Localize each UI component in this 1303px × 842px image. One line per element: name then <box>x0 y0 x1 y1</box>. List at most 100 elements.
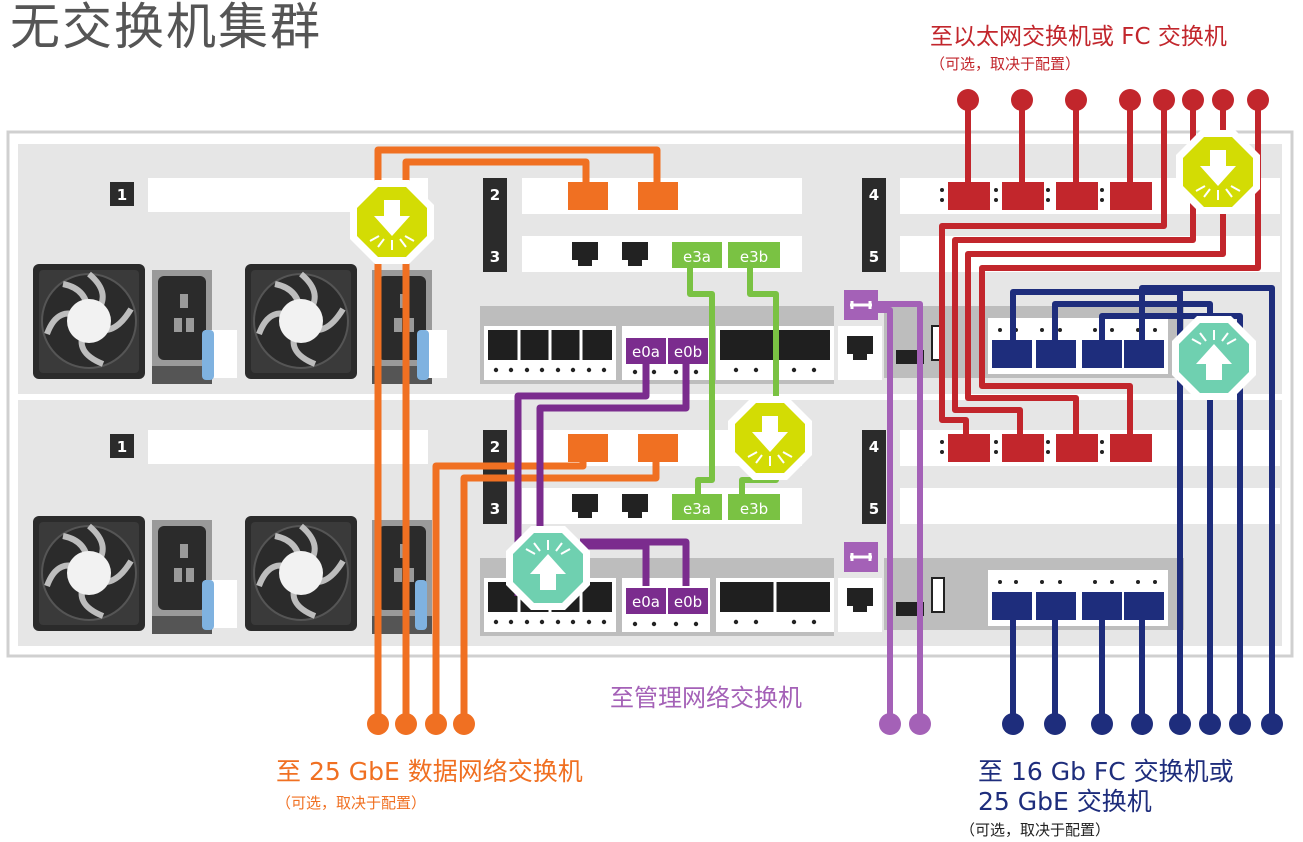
cable-end-dot <box>1212 89 1234 111</box>
slot-1-number-bottom: 1 <box>117 438 127 456</box>
orange-cable <box>374 146 661 724</box>
green-cable <box>687 258 715 500</box>
mgmt-cable <box>874 307 893 722</box>
arrow-down-octagon-icon <box>1175 129 1261 215</box>
slot-2-port-connector[interactable] <box>638 182 678 210</box>
slot-4-port-connector[interactable] <box>1056 434 1098 462</box>
navy-cable <box>1052 301 1213 724</box>
port-e3a-label-top: e3a <box>683 248 711 266</box>
slot-4-port-connector[interactable] <box>948 182 990 210</box>
red-cable <box>939 100 1167 446</box>
slot-4-port-connector[interactable] <box>1056 182 1098 210</box>
fc-port-connector[interactable] <box>1082 592 1122 620</box>
fc-switch-label-line2: 25 GbE 交换机 <box>978 787 1152 816</box>
slot-5-number-bottom: 5 <box>869 500 879 518</box>
slot-1-bar-bottom <box>148 430 428 464</box>
fan-icon <box>33 516 145 631</box>
fc-port-connector[interactable] <box>992 340 1032 368</box>
purple-cable <box>560 542 650 586</box>
cable-end-dot <box>1261 713 1283 735</box>
cable-end-dot <box>1229 713 1251 735</box>
cable-end-dot <box>1153 89 1175 111</box>
cable-end-dot <box>425 713 447 735</box>
slot-5-number-top: 5 <box>869 248 879 266</box>
fan-icon <box>245 516 357 631</box>
red-cable <box>965 100 1226 446</box>
port-e3b-label-top: e3b <box>740 248 768 266</box>
eth-fc-switch-label: 至以太网交换机或 FC 交换机 <box>930 24 1227 50</box>
arrow-up-octagon-icon <box>1171 315 1257 401</box>
slot-2-port-connector[interactable] <box>568 182 608 210</box>
red-cable <box>952 100 1196 446</box>
page-title: 无交换机集群 <box>10 0 322 56</box>
fc-port-connector[interactable] <box>992 592 1032 620</box>
slot-4-number-bottom: 4 <box>869 438 879 456</box>
navy-cable <box>1010 289 1183 724</box>
slot-4-port-connector[interactable] <box>1110 182 1152 210</box>
arrow-down-octagon-icon <box>727 395 813 481</box>
port-e0a-label-top: e0a <box>632 343 660 361</box>
purple-cable <box>514 364 650 596</box>
cable-end-dot <box>367 713 389 735</box>
port-e0b-label-top: e0b <box>674 343 702 361</box>
fc-port-connector[interactable] <box>1124 340 1164 368</box>
slot-4-port-connector[interactable] <box>1002 182 1044 210</box>
fan-icon <box>245 264 357 379</box>
navy-cable <box>1139 285 1275 724</box>
cable-end-dot <box>957 89 979 111</box>
psu-latch <box>425 330 447 378</box>
cable-end-dot <box>1169 713 1191 735</box>
purple-cable <box>536 364 690 596</box>
cable-end-dot <box>395 713 417 735</box>
slot-2-number-bottom: 2 <box>490 438 500 456</box>
cable-end-dot <box>909 713 931 735</box>
arrow-up-octagon-icon <box>505 525 591 611</box>
onboard-sfp-ports-top[interactable] <box>482 324 618 382</box>
slot-5-bar-bottom <box>900 488 1280 524</box>
green-cable <box>739 258 779 500</box>
wrench-icon <box>842 288 880 322</box>
sfp-ports-bottom[interactable] <box>714 576 836 634</box>
fan-icon <box>33 264 145 379</box>
cable-end-dot <box>1131 713 1153 735</box>
cable-end-dot <box>1119 89 1141 111</box>
data-switch-sublabel: （可选，取决于配置） <box>276 794 426 812</box>
arrow-down-octagon-icon <box>349 179 435 265</box>
cable-end-dot <box>1199 713 1221 735</box>
fc-switch-sublabel: （可选，取决于配置） <box>960 821 1110 839</box>
slot-3-number-bottom: 3 <box>490 500 500 518</box>
cable-end-dot <box>1044 713 1066 735</box>
fc-switch-label-line1: 至 16 Gb FC 交换机或 <box>978 757 1234 786</box>
cable-end-dot <box>1182 89 1204 111</box>
red-cable <box>979 100 1261 446</box>
fc-port-connector[interactable] <box>1124 592 1164 620</box>
cable-end-dot <box>453 713 475 735</box>
cable-end-dot <box>1091 713 1113 735</box>
slot-1-number-top: 1 <box>117 186 127 204</box>
slot-3-number-top: 3 <box>490 248 500 266</box>
slot-4-port-connector[interactable] <box>948 434 990 462</box>
orange-cable <box>402 158 590 724</box>
cable-end-dot <box>1065 89 1087 111</box>
slot-4-number-top: 4 <box>869 186 879 204</box>
orange-cable <box>460 448 660 724</box>
port-e0a-label-bottom: e0a <box>632 593 660 611</box>
navy-cable <box>1099 313 1243 724</box>
cable-end-dot <box>1247 89 1269 111</box>
slot-4-port-connector[interactable] <box>1002 434 1044 462</box>
data-switch-label: 至 25 GbE 数据网络交换机 <box>276 757 583 786</box>
slot-2-port-connector[interactable] <box>568 434 608 462</box>
eth-fc-switch-sublabel: （可选，取决于配置） <box>930 55 1080 73</box>
slot-4-port-connector[interactable] <box>1110 434 1152 462</box>
port-e3b-label-bottom: e3b <box>740 500 768 518</box>
fc-port-connector[interactable] <box>1036 592 1076 620</box>
cable-end-dot <box>1011 89 1033 111</box>
slot-2-port-connector[interactable] <box>638 434 678 462</box>
fc-port-connector[interactable] <box>1036 340 1076 368</box>
cable-end-dot <box>879 713 901 735</box>
wrench-icon <box>842 540 880 574</box>
cable-end-dot <box>1002 713 1024 735</box>
purple-cable <box>580 538 690 586</box>
fc-port-connector[interactable] <box>1082 340 1122 368</box>
